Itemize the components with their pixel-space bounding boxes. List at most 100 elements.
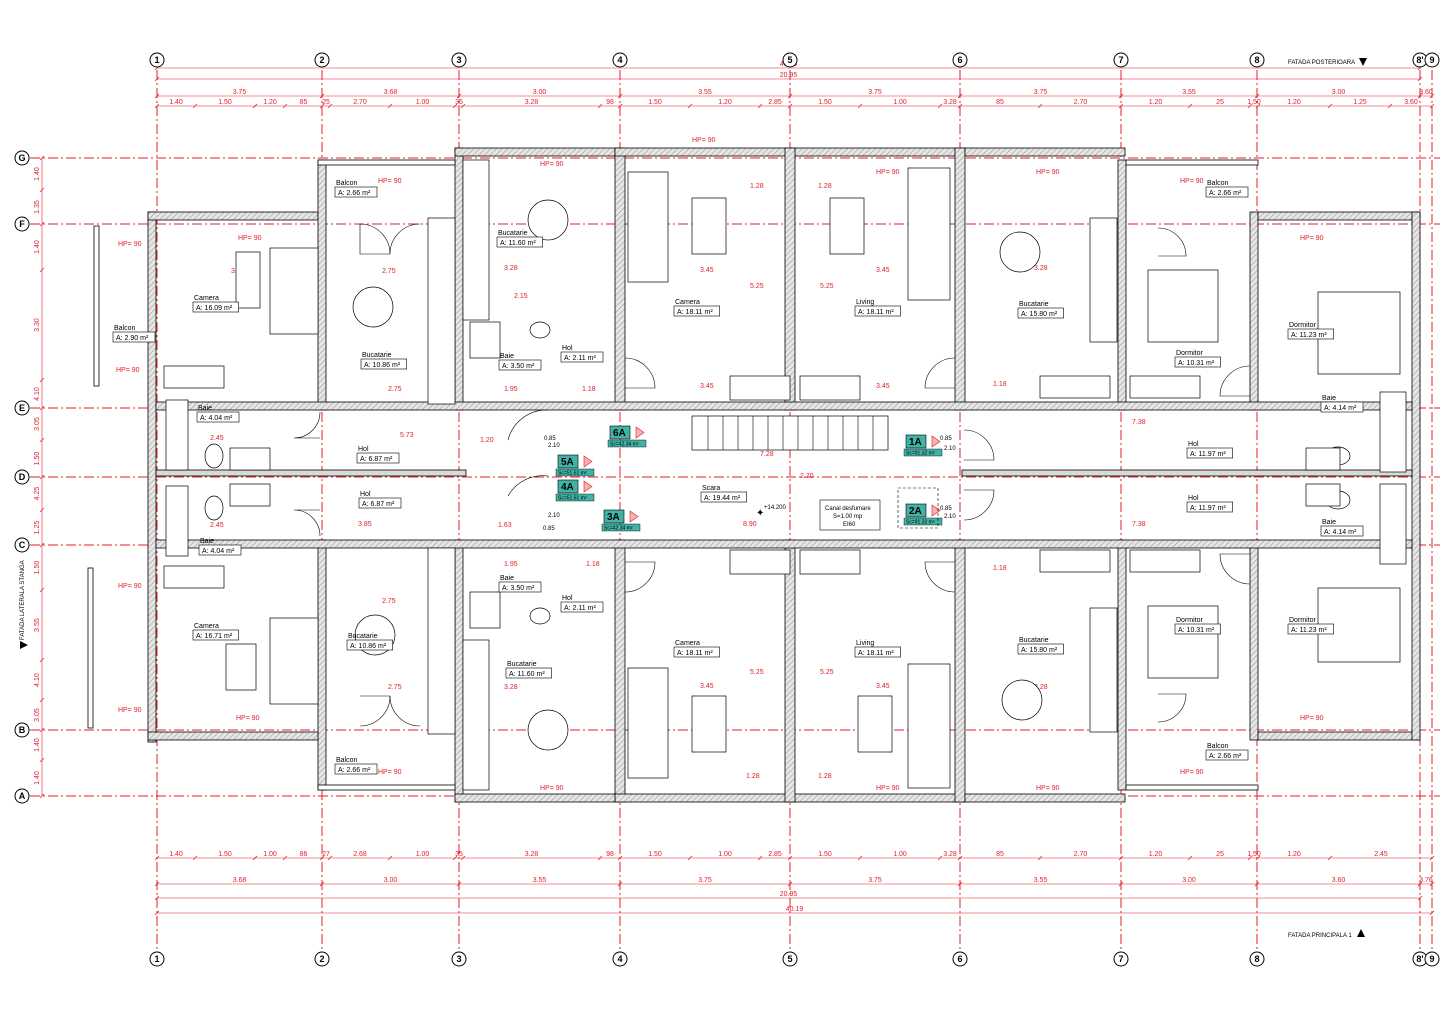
room-area-box-balcon_l [112,331,156,343]
dim-bottom-row2-label: 1.00 [893,851,907,858]
dim-top-row2-label: 2.70 [353,99,367,106]
dim-left-label: 1.40 [34,738,41,752]
dim-bottom-row2-tick [387,855,393,861]
dim-top-row2-label: 1.50 [648,99,662,106]
room-area-hol_tr: A: 11.97 m² [1190,451,1226,458]
apartment-flag-icon [931,504,941,517]
apartment-tag-1A [905,434,927,449]
room-name-dormitor_br2: Dormitor [1289,617,1317,624]
balcony-rail-left-top [93,225,100,387]
dim-top-row1-label: 3.00 [1332,89,1346,96]
dim-bottom-row2-label: 1.40 [169,851,183,858]
dim-top-row2-label: 1.50 [818,99,832,106]
dim-left-label: 1.40 [34,167,41,181]
plan-annotation: HP= 90 [1180,769,1204,776]
plan-annotation: 3.28 [1034,684,1048,691]
door-icon [1219,365,1251,397]
plan-annotation: 2.10 [944,446,956,452]
axis-bubble-top-4-label: 5 [787,55,792,65]
dim-left-label: 1.50 [34,452,41,466]
dim-bottom-row2-label: 3.28 [943,851,957,858]
dim-top-row1-tick [617,93,623,99]
wall-axis4-bottom [614,539,626,803]
room-name-baie_tc: Baie [500,353,514,360]
room-name-hol_tl: Hol [358,446,369,453]
dim-bottom-row1-tick [617,881,623,887]
room-name-bucatarie_br: Bucatarie [1019,637,1049,644]
bed-icon [1147,269,1219,343]
balcony-rail-tl [317,159,456,166]
room-area-balcon_br: A: 2.66 m² [1209,753,1242,760]
facade-left-arrow-icon [20,641,28,649]
dim-left-label: 3.30 [34,318,41,332]
apartment-tag-label-2A: 2A [909,506,922,517]
dim-left-tick [39,697,45,703]
dim-left-label: 3.05 [34,417,41,431]
level-cross-icon: ✦ [756,508,764,519]
dim-bottom-row1-label: 3.76 [1419,877,1433,884]
dim-left-tick [39,507,45,513]
plan-annotation: HP= 90 [1300,715,1324,722]
axis-bubble-top-0 [149,52,165,68]
dining-table-icon [352,286,394,328]
plan-annotation: 5.25 [750,283,764,290]
door-icon [389,223,421,255]
wall-axis3-top [454,147,464,411]
wall-left-outer [147,211,157,743]
axis-bubble-bottom-2 [451,951,467,967]
dim-left-tick [39,221,45,227]
axis-bubble-left-4 [14,537,30,553]
room-name-hol_tc: Hol [562,345,573,352]
dim-top-row2-label: 3.60 [1404,99,1418,106]
dim-bottom-row2-label: 86 [300,851,308,858]
dim-left-tick [39,587,45,593]
apartment-area-2A: Sc=91.32 m² [906,520,935,526]
dim-top-row2-tick [857,103,863,109]
dim-top-row2-label: 1.50 [218,99,232,106]
plan-annotation: 2.45 [210,435,224,442]
dim-top-row1-tick [1417,93,1423,99]
door-icon [624,357,656,389]
room-area-box-living_t [854,305,901,317]
room-area-baie_tr: A: 4.14 m² [1324,405,1357,412]
kitchen-counter-icon [462,639,490,791]
sofa-icon [269,617,319,705]
axis-bubble-left-3-label: D [19,472,26,482]
coffee-table-icon [691,695,727,753]
axis-bubble-left-5-label: B [19,725,26,735]
sink-icon [1305,483,1341,507]
wall-axis7-top [1117,159,1127,411]
wall-axis6-top [954,147,966,411]
dim-top-row2-label: 1.40 [169,99,183,106]
dim-top-row2-tick [687,103,693,109]
room-area-camera_t: A: 18.11 m² [677,309,713,316]
room-area-box-bucatarie_tr [1017,307,1064,319]
room-area-box-dormitor_tr2 [1287,328,1334,340]
room-area-box-bucatarie_tl [360,358,407,370]
door-icon [389,695,421,727]
apartment-area-box-3A [601,523,641,532]
plan-annotation: 1.20 [480,437,494,444]
dim-bottom-row2-tick [937,855,943,861]
axis-bubble-top-3-label: 4 [617,55,622,65]
kitchen-counter-icon [1089,607,1118,733]
dim-left-label: 1.25 [34,521,41,535]
room-name-dormitor_tr1: Dormitor [1176,350,1204,357]
wall-bottom-center-left [454,793,616,803]
room-area-box-baie_br [1320,525,1364,537]
dim-top-row2-label: 1.20 [263,99,277,106]
toilet-icon [204,495,224,521]
room-name-balcon_tl: Balcon [336,180,358,187]
dim-bottom-row2-label: 1.20 [1149,851,1163,858]
dim-top-row2-label: 3.28 [943,99,957,106]
apartment-area-3A: Sc=42.34 m² [604,526,633,532]
room-name-hol_bl: Hol [360,491,371,498]
room-area-box-camera_bl [192,629,239,641]
room-area-camera_tl: A: 16.09 m² [196,305,233,312]
axis-bubble-top-7-label: 8 [1254,55,1259,65]
dim-bottom-row2-tick [687,855,693,861]
dim-left-label: 3.05 [34,708,41,722]
wall-mid-right [961,469,1413,477]
axis-bubble-bottom-7 [1249,951,1265,967]
